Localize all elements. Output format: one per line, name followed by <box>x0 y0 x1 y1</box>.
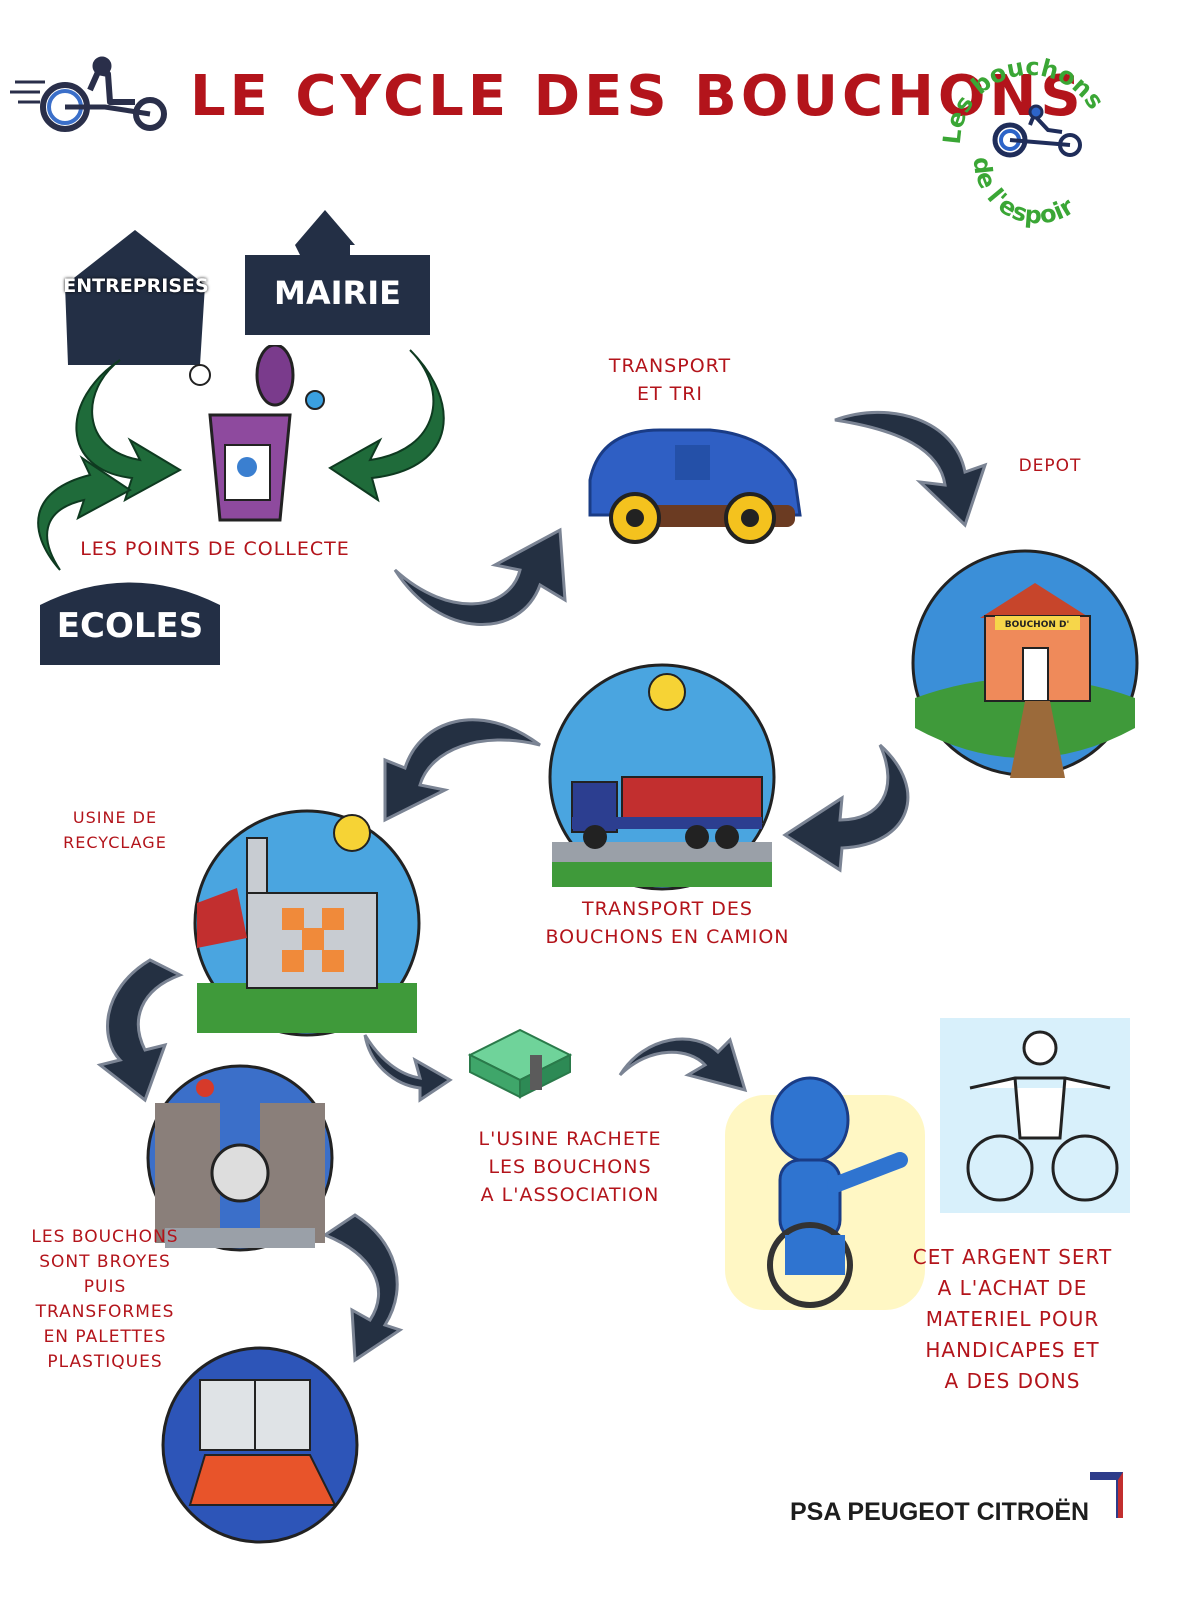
tricycle-icon <box>10 56 167 132</box>
arrow-icon <box>618 1037 748 1093</box>
depot-sign: BOUCHON D' <box>1005 620 1070 630</box>
trash-bin-icon <box>189 345 325 522</box>
logo-tricycle-icon <box>992 104 1082 158</box>
association-logo: Les bouchons de l'espoir <box>938 53 1110 230</box>
page-title: LE CYCLE DES BOUCHONS <box>190 64 1085 129</box>
ecoles-building <box>40 582 220 665</box>
entreprises-building <box>65 230 205 365</box>
cash-icon <box>467 1028 573 1099</box>
car-icon <box>588 428 802 544</box>
brand-footer: PSA PEUGEOT CITROËN <box>790 1498 1090 1526</box>
sign-ecoles: ECOLES <box>56 606 204 646</box>
truck-scene <box>548 663 776 891</box>
wheelchair-icon <box>940 1018 1130 1213</box>
sign-mairie: MAIRIE <box>274 274 401 312</box>
arrow-icon <box>834 410 988 528</box>
collection-arrows <box>37 349 445 571</box>
mascot-wheelchair <box>725 1076 925 1310</box>
factory-scene <box>193 809 421 1037</box>
label-depot: DEPOT <box>1018 456 1082 476</box>
palettes-scene <box>161 1346 359 1544</box>
arrow-icon <box>321 1213 404 1363</box>
arrow-icon <box>393 527 567 627</box>
arrow-icon <box>363 1034 453 1103</box>
arrow-icon <box>782 743 910 873</box>
arrow-icon <box>383 718 541 823</box>
mairie-building <box>245 210 430 335</box>
label-collecte: LES POINTS DE COLLECTE <box>80 538 350 560</box>
brand-logo-icon <box>1090 1472 1123 1518</box>
depot-scene: BOUCHON D' <box>911 549 1139 778</box>
arrow-icon <box>96 958 184 1103</box>
sign-entreprises: ENTREPRISES <box>63 275 209 297</box>
crusher-scene <box>146 1064 334 1252</box>
